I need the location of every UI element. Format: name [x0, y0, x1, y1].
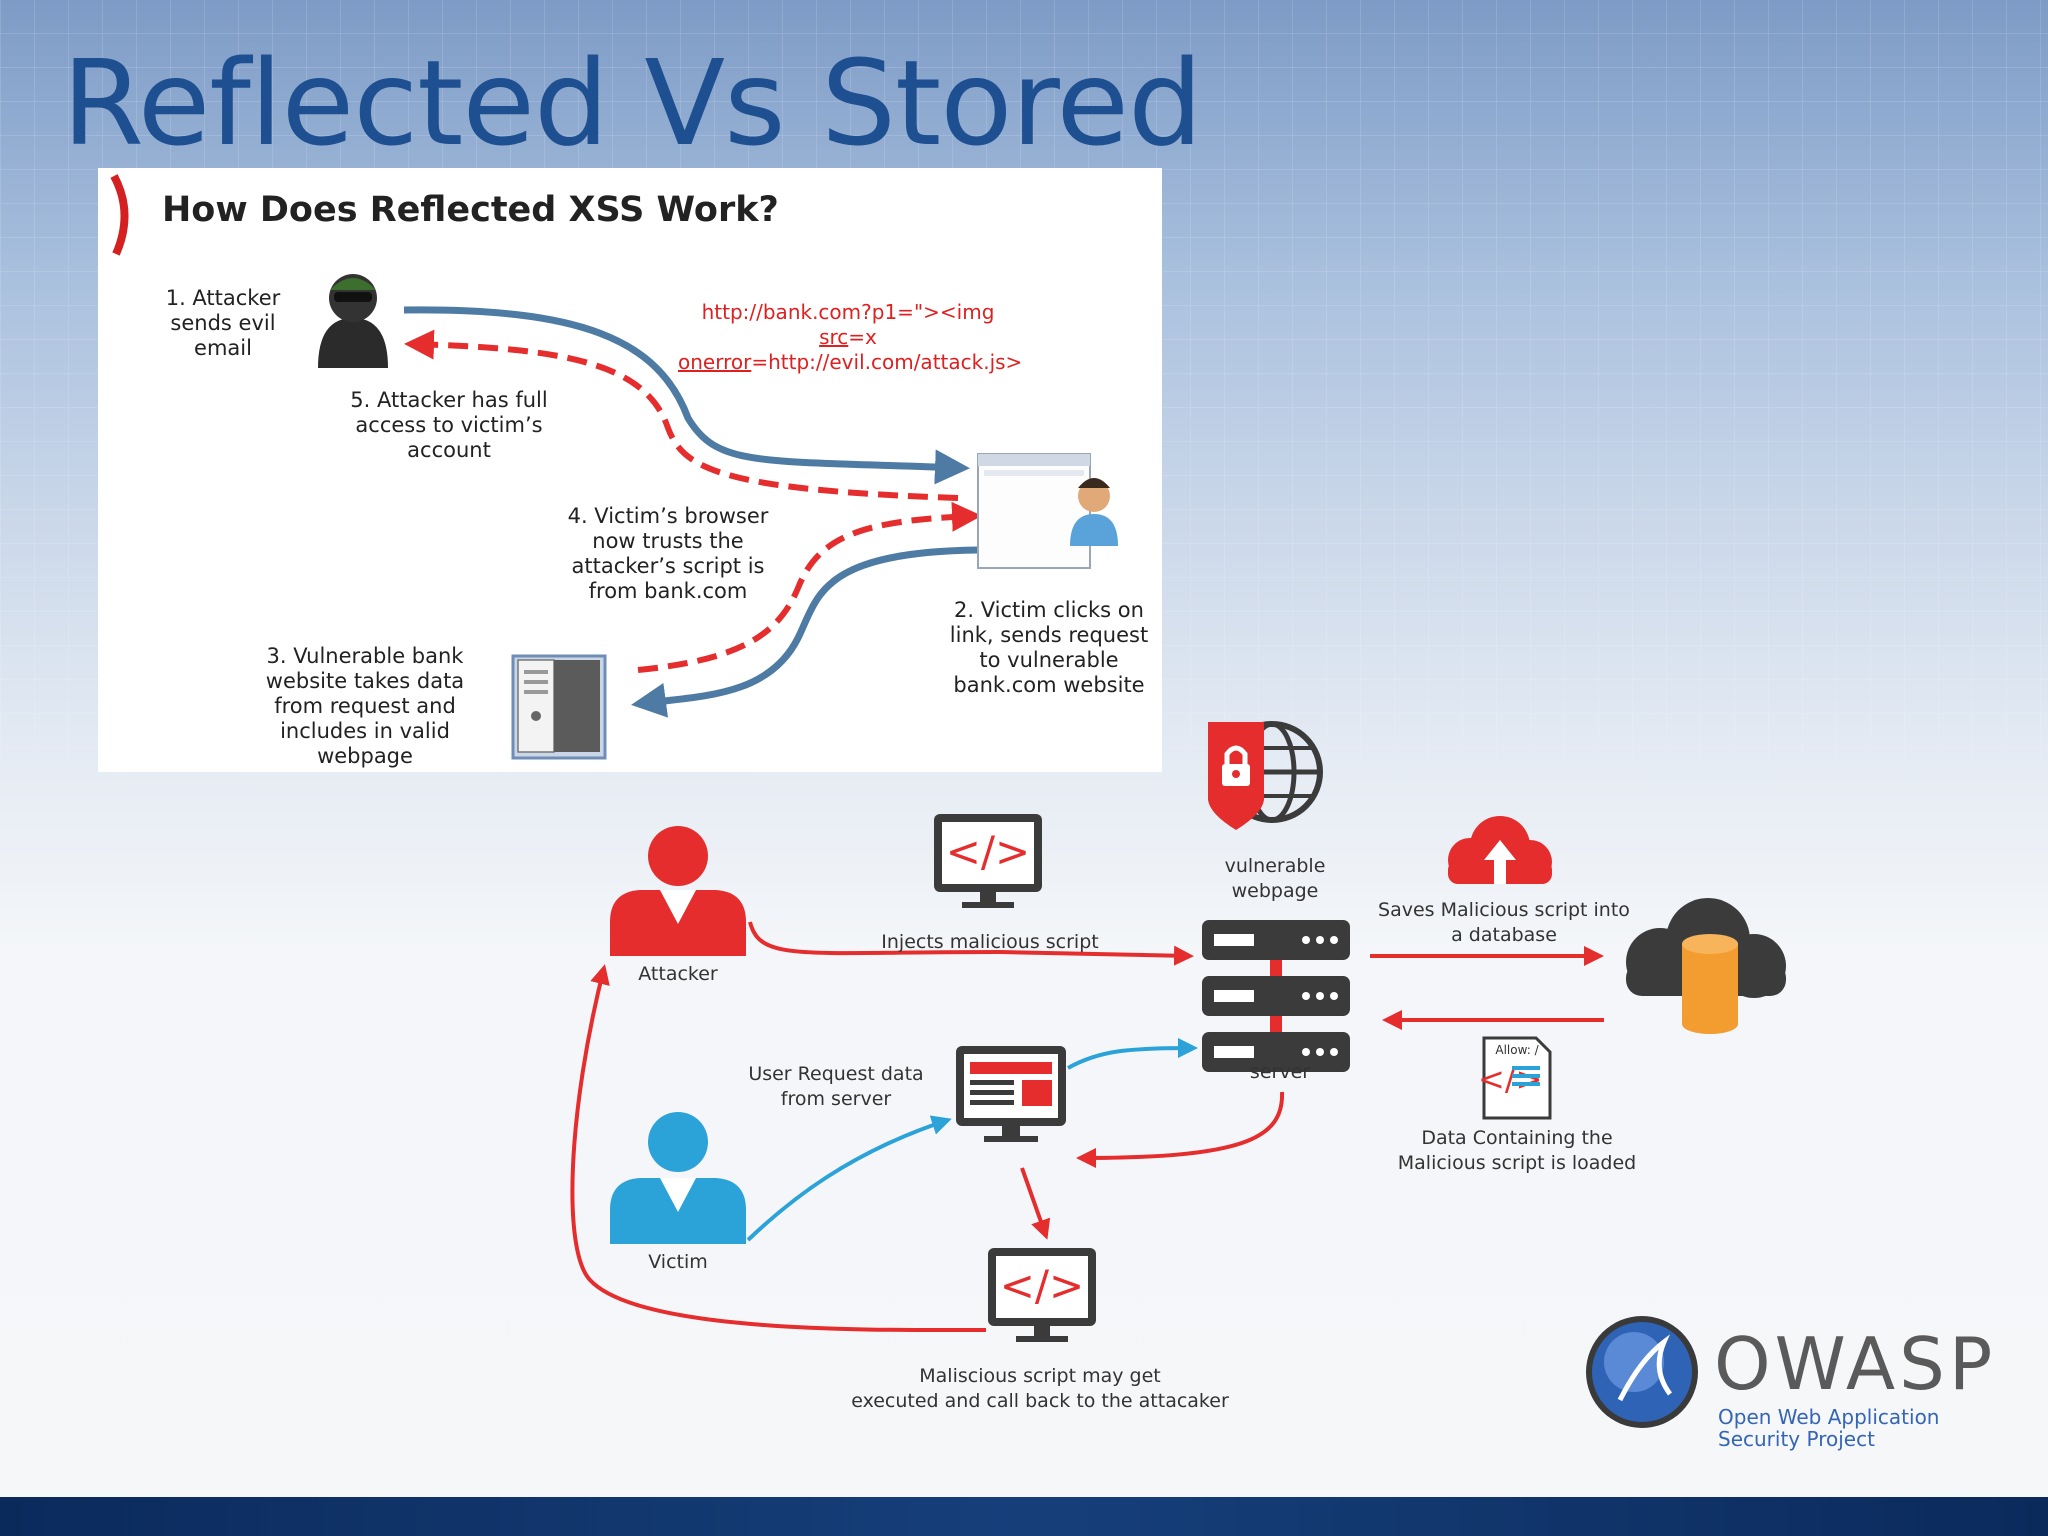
svg-text:</>: </> [1478, 1060, 1542, 1098]
executed-code-monitor-icon: </> [988, 1248, 1096, 1342]
requested-webpage-monitor-icon [956, 1046, 1066, 1142]
panel-bracket-mark [110, 174, 129, 256]
payload-part-a: http://bank.com?p1="><img [701, 300, 995, 324]
step-4-label: 4. Victim’s browser now trusts the attac… [567, 504, 769, 603]
script-file-icon: Allow: / </> [1478, 1036, 1552, 1120]
owasp-globe-icon [1586, 1316, 1698, 1428]
arrow-webpage-to-execution [1020, 1167, 1051, 1240]
arrow-victim-request [746, 1115, 952, 1242]
malicious-url-payload: http://bank.com?p1="><img src=x onerror=h… [678, 300, 1022, 375]
payload-part-c: =x [848, 325, 877, 349]
upload-cloud-icon [1448, 816, 1552, 884]
step-1-label: 1. Attacker sends evil email [165, 286, 281, 360]
owasp-wordmark: OWASP [1714, 1322, 1997, 1406]
svg-text:</>: </> [946, 827, 1031, 876]
database-cloud-icon [1626, 898, 1786, 1034]
user-request-label: User Request data from server [748, 1063, 924, 1110]
step-5-label: 5. Attacker has full access to victim’s … [350, 388, 548, 462]
injected-code-monitor-icon: </> [934, 814, 1042, 908]
victim-browser-window-icon [977, 453, 1091, 569]
step-3-label: 3. Vulnerable bank website takes data fr… [265, 644, 465, 768]
payload-part-d: onerror [678, 350, 752, 374]
data-loaded-label: Data Containing the Malicious script is … [1397, 1127, 1637, 1174]
reflected-xss-panel: How Does Reflected XSS Work? 1. Attacker… [98, 168, 1162, 772]
bank-server-tower-icon [511, 654, 607, 760]
vulnerable-webpage-label: vulnerable webpage [1224, 855, 1326, 902]
arrow-attacker-to-victim [403, 306, 970, 485]
attacker-label: Attacker [638, 963, 718, 985]
arrow-victim-to-attacker [404, 329, 959, 501]
arrow-server-to-browser [637, 501, 982, 673]
arrow-victim-to-server [631, 546, 979, 718]
arrow-server-response [1076, 1091, 1285, 1168]
step-2-label: 2. Victim clicks on link, sends request … [949, 598, 1149, 697]
arrow-callback-to-attacker [570, 964, 987, 1333]
save-to-database-label: Saves Malicious script into a database [1378, 899, 1630, 946]
server-label: server [1249, 1061, 1311, 1083]
arrow-webpage-to-server [1067, 1038, 1198, 1070]
arrow-inject-script [748, 921, 1194, 966]
reflected-xss-heading: How Does Reflected XSS Work? [162, 190, 779, 230]
slide-title: Reflected Vs Stored [62, 34, 1203, 172]
victim-user-icon [1070, 478, 1118, 546]
vulnerable-webpage-shield-globe-icon [1208, 721, 1323, 830]
server-rack-icon [1202, 920, 1350, 1072]
owasp-logo: OWASP Open Web Application Security Proj… [1582, 1312, 1992, 1462]
owasp-tagline-line-1: Open Web Application [1718, 1405, 1940, 1429]
stored-victim-icon [610, 1112, 746, 1244]
stored-attacker-icon [610, 826, 746, 956]
inject-script-label: Injects malicious script [881, 931, 1099, 953]
reflected-xss-diagram [110, 174, 1118, 760]
allow-text: Allow: / [1495, 1043, 1539, 1057]
footer-bar [0, 1497, 2048, 1536]
payload-part-e: =http://evil.com/attack.js> [751, 350, 1023, 374]
owasp-tagline-line-2: Security Project [1718, 1427, 1875, 1451]
script-executed-label: Maliscious script may get executed and c… [851, 1365, 1229, 1412]
victim-label: Victim [648, 1251, 708, 1273]
attacker-hacker-icon [318, 274, 388, 368]
svg-text:</>: </> [1000, 1261, 1085, 1310]
payload-part-b: src [819, 325, 849, 349]
owasp-tagline: Open Web Application Security Project [1718, 1406, 1939, 1450]
